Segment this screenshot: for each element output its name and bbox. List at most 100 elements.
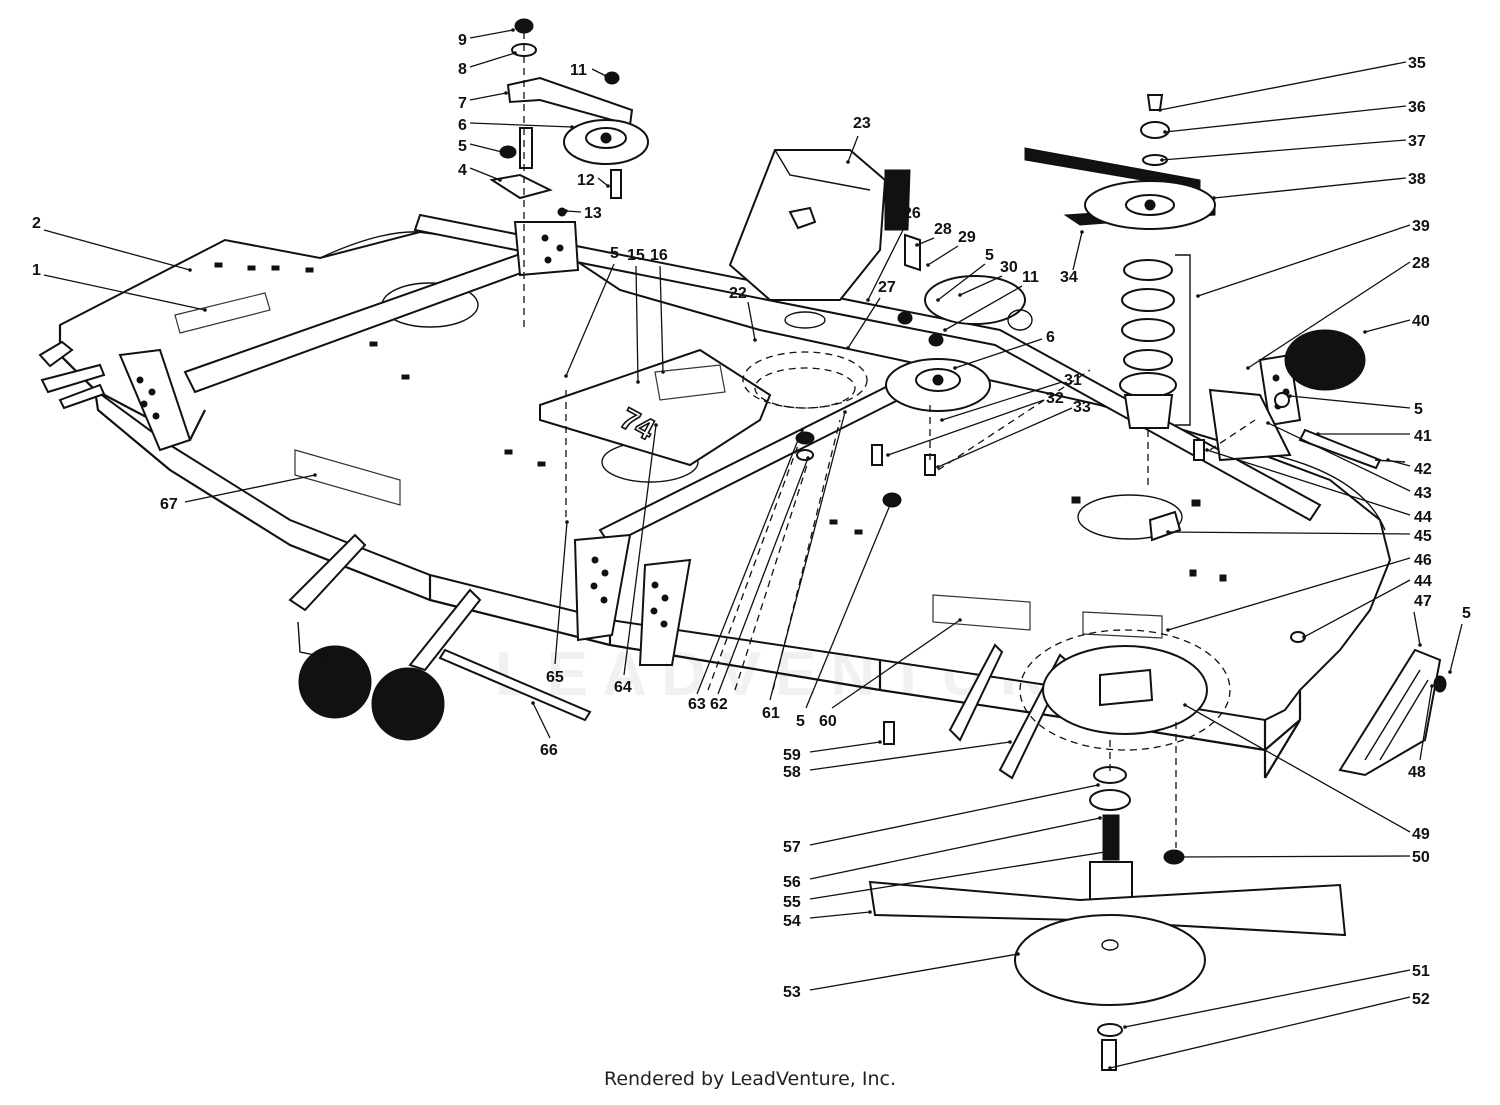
callout-c56: 56: [783, 816, 1102, 891]
part-number-label: 65: [546, 669, 564, 686]
leader-tip: [1158, 108, 1162, 112]
callout-c63: 63: [688, 428, 804, 713]
leader-line: [847, 297, 881, 349]
part-number-label: 4: [458, 162, 467, 179]
callout-c26: 26: [866, 205, 921, 302]
part-number-label: 38: [1408, 171, 1426, 188]
part-number-label: 16: [650, 247, 668, 264]
callout-c67: 67: [160, 473, 317, 513]
part-number-label: 31: [1064, 372, 1082, 389]
part-number-label: 41: [1414, 428, 1432, 445]
leader-tip: [606, 184, 610, 188]
callout-c35: 35: [1158, 55, 1426, 112]
callout-c60: 60: [819, 618, 962, 730]
part-number-label: 5: [985, 247, 994, 264]
blade-spindle-assembly: [868, 629, 1347, 1071]
callout-c5b: 5: [564, 245, 619, 378]
leader-tip: [565, 520, 569, 524]
leader-line: [591, 68, 607, 77]
callout-c22: 22: [729, 285, 757, 342]
part-number-label: 58: [783, 764, 801, 781]
part-number-label: 5: [610, 245, 619, 262]
leader-line: [1267, 422, 1411, 492]
part-number-label: 28: [1412, 255, 1430, 272]
leader-tip: [1098, 816, 1102, 820]
leader-line: [1419, 685, 1433, 761]
callout-c2: 2: [32, 215, 192, 272]
leader-tip: [604, 74, 608, 78]
leader-line: [469, 92, 507, 101]
leader-line: [1303, 579, 1411, 638]
callout-c5e: 5: [1448, 605, 1471, 674]
part-number-label: 64: [614, 679, 632, 696]
part-number-label: 37: [1408, 133, 1426, 150]
leader-line: [1109, 996, 1411, 1069]
leader-line: [1206, 449, 1411, 516]
leader-line: [937, 263, 986, 301]
callout-c40: 40: [1363, 313, 1430, 334]
callout-c23: 23: [846, 115, 871, 164]
leader-line: [469, 52, 516, 68]
part-number-label: 13: [584, 205, 602, 222]
part-number-label: 56: [783, 874, 801, 891]
part-number-label: 52: [1412, 991, 1430, 1008]
callout-c48: 48: [1408, 684, 1434, 781]
part-number-label: 61: [762, 705, 780, 722]
leader-line: [1197, 224, 1411, 297]
leader-line: [469, 167, 501, 181]
callout-c50: 50: [1174, 849, 1430, 866]
callout-c46: 46: [1166, 552, 1432, 632]
leader-tip: [943, 328, 947, 332]
callout-c65: 65: [546, 520, 569, 686]
callout-c34: 34: [1060, 230, 1084, 286]
callout-c1: 1: [32, 262, 207, 312]
leader-line: [944, 285, 1023, 331]
part-number-label: 39: [1412, 218, 1430, 235]
part-number-label: 66: [540, 742, 558, 759]
part-number-label: 53: [783, 984, 801, 1001]
part-number-label: 67: [160, 496, 178, 513]
part-number-label: 42: [1414, 461, 1432, 478]
callout-c6b: 6: [953, 329, 1055, 370]
leader-tip: [1316, 432, 1320, 436]
leader-line: [1449, 623, 1463, 673]
part-number-label: 28: [934, 221, 952, 238]
deck-housing: 74: [58, 213, 1392, 779]
part-number-label: 47: [1414, 593, 1432, 610]
callout-c61: 61: [762, 410, 847, 722]
leader-line: [43, 274, 206, 311]
credit-footer: Rendered by LeadVenture, Inc.: [603, 1068, 897, 1090]
callout-c66: 66: [531, 701, 558, 759]
callout-c5a: 5: [458, 138, 504, 155]
leader-line: [1289, 395, 1411, 409]
leader-tip: [1302, 635, 1306, 639]
part-number-label: 6: [1046, 329, 1055, 346]
part-number-label: 36: [1408, 99, 1426, 116]
leader-tip: [313, 473, 317, 477]
callout-c4: 4: [458, 162, 502, 182]
callout-c11b: 11: [943, 269, 1039, 332]
leader-tip: [511, 28, 515, 32]
callout-c36: 36: [1163, 99, 1426, 134]
callout-c45: 45: [1166, 528, 1432, 545]
part-number-label: 1: [32, 262, 41, 279]
callout-c55: 55: [783, 850, 1107, 911]
leader-tip: [886, 453, 890, 457]
leader-tip: [570, 125, 574, 129]
part-number-label: 11: [570, 62, 587, 79]
leader-tip: [878, 740, 882, 744]
leader-line: [809, 953, 1019, 991]
leader-tip: [500, 150, 504, 154]
leader-line: [532, 702, 551, 739]
callout-c57: 57: [783, 783, 1100, 856]
leader-tip: [868, 910, 872, 914]
leader-tip: [513, 51, 517, 55]
callout-c62: 62: [710, 456, 810, 713]
callout-c52: 52: [1108, 991, 1430, 1070]
leader-line: [1164, 105, 1407, 133]
callout-c54: 54: [783, 910, 872, 930]
leader-line: [941, 381, 1063, 421]
callout-c5d: 5: [1288, 394, 1423, 418]
leader-tip: [953, 366, 957, 370]
